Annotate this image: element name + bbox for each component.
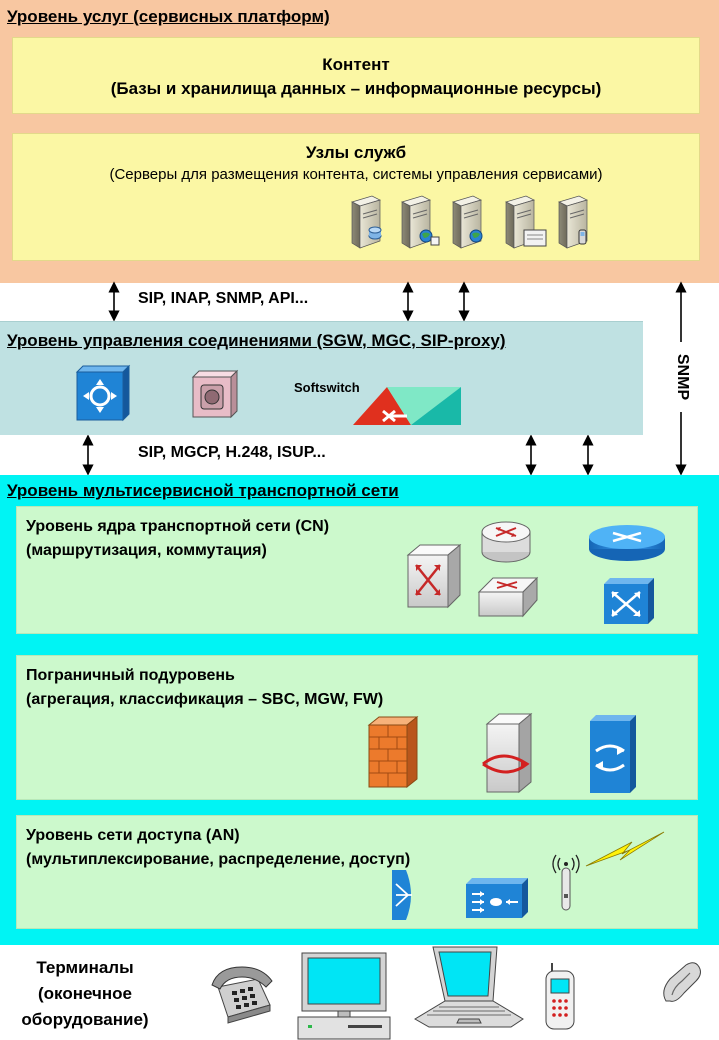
access-network-box: Уровень сети доступа (AN) (мультиплексир…: [16, 815, 698, 929]
server-icon: [505, 195, 547, 249]
terminals-label-line1: Терминалы: [36, 958, 134, 977]
edge-sublayer-title: Пограничный подуровень (агрегация, класс…: [26, 664, 383, 712]
server-icon: [401, 195, 440, 249]
content-box: Контент (Базы и хранилища данных – инфор…: [12, 37, 700, 114]
gateway-icon: [191, 369, 239, 419]
switch-icon: [406, 543, 462, 609]
softswitch-icon: [353, 387, 461, 425]
mobile-phone-icon: [545, 963, 575, 1030]
core-network-box: Уровень ядра транспортной сети (CN) (мар…: [16, 506, 698, 634]
access-network-title-line1: Уровень сети доступа (AN): [26, 827, 240, 844]
server-icon: [558, 195, 588, 249]
softswitch-label: Softswitch: [294, 380, 360, 395]
router-icon: [481, 521, 531, 563]
server-icon: [351, 195, 382, 249]
router-icon: [75, 364, 131, 422]
access-network-title: Уровень сети доступа (AN) (мультиплексир…: [26, 824, 410, 872]
computer-icon: [297, 952, 391, 1040]
phone-icon: [211, 966, 273, 1024]
terminals-label-line3: оборудование): [21, 1010, 149, 1029]
content-title: Контент: [322, 55, 390, 74]
mobile-phone-icon: [663, 962, 701, 1002]
gateway-icon: [482, 712, 533, 794]
access-network-title-line2: (мультиплексирование, распределение, дос…: [26, 851, 411, 868]
content-subtitle: (Базы и хранилища данных – информационны…: [110, 79, 602, 98]
antenna-icon: [552, 854, 580, 911]
access-device-icon: [466, 878, 528, 918]
switch-icon: [477, 576, 539, 618]
service-nodes-subtitle: (Серверы для размещения контента, систем…: [109, 166, 603, 183]
transport-layer-title: Уровень мультисервисной транспортной сет…: [7, 481, 399, 500]
switch-icon: [590, 715, 636, 793]
service-nodes-title: Узлы служб: [305, 143, 407, 162]
terminals-label: Терминалы (оконечное оборудование): [0, 955, 170, 1033]
services-layer-title: Уровень услуг (сервисных платформ): [7, 7, 330, 26]
router-icon: [589, 525, 665, 561]
edge-sublayer-title-line1: Пограничный подуровень: [26, 667, 235, 684]
switch-icon: [604, 578, 654, 624]
laptop-icon: [414, 946, 524, 1028]
protocols-top-label: SIP, INAP, SNMP, API...: [138, 290, 309, 307]
connection-control-layer: Уровень управления соединениями (SGW, MG…: [0, 321, 643, 435]
control-devices: [75, 364, 461, 425]
server-icon: [452, 195, 483, 249]
multiplexer-icon: [392, 870, 412, 920]
terminals-label-line2: (оконечное: [38, 984, 132, 1003]
servers-group: [351, 195, 588, 249]
services-layer: Уровень услуг (сервисных платформ) Конте…: [0, 0, 719, 283]
edge-sublayer-title-line2: (агрегация, классификация – SBC, MGW, FW…: [26, 691, 384, 708]
edge-sublayer-box: Пограничный подуровень (агрегация, класс…: [16, 655, 698, 800]
firewall-icon: [367, 715, 419, 789]
core-network-title-line2: (маршрутизация, коммутация): [26, 542, 267, 559]
core-network-title: Уровень ядра транспортной сети (CN) (мар…: [26, 515, 329, 563]
control-layer-title: Уровень управления соединениями (SGW, MG…: [7, 331, 506, 350]
protocols-bottom-label: SIP, MGCP, H.248, ISUP...: [138, 444, 326, 461]
core-network-title-line1: Уровень ядра транспортной сети (CN): [26, 518, 330, 535]
lightning-icon: [585, 831, 665, 867]
